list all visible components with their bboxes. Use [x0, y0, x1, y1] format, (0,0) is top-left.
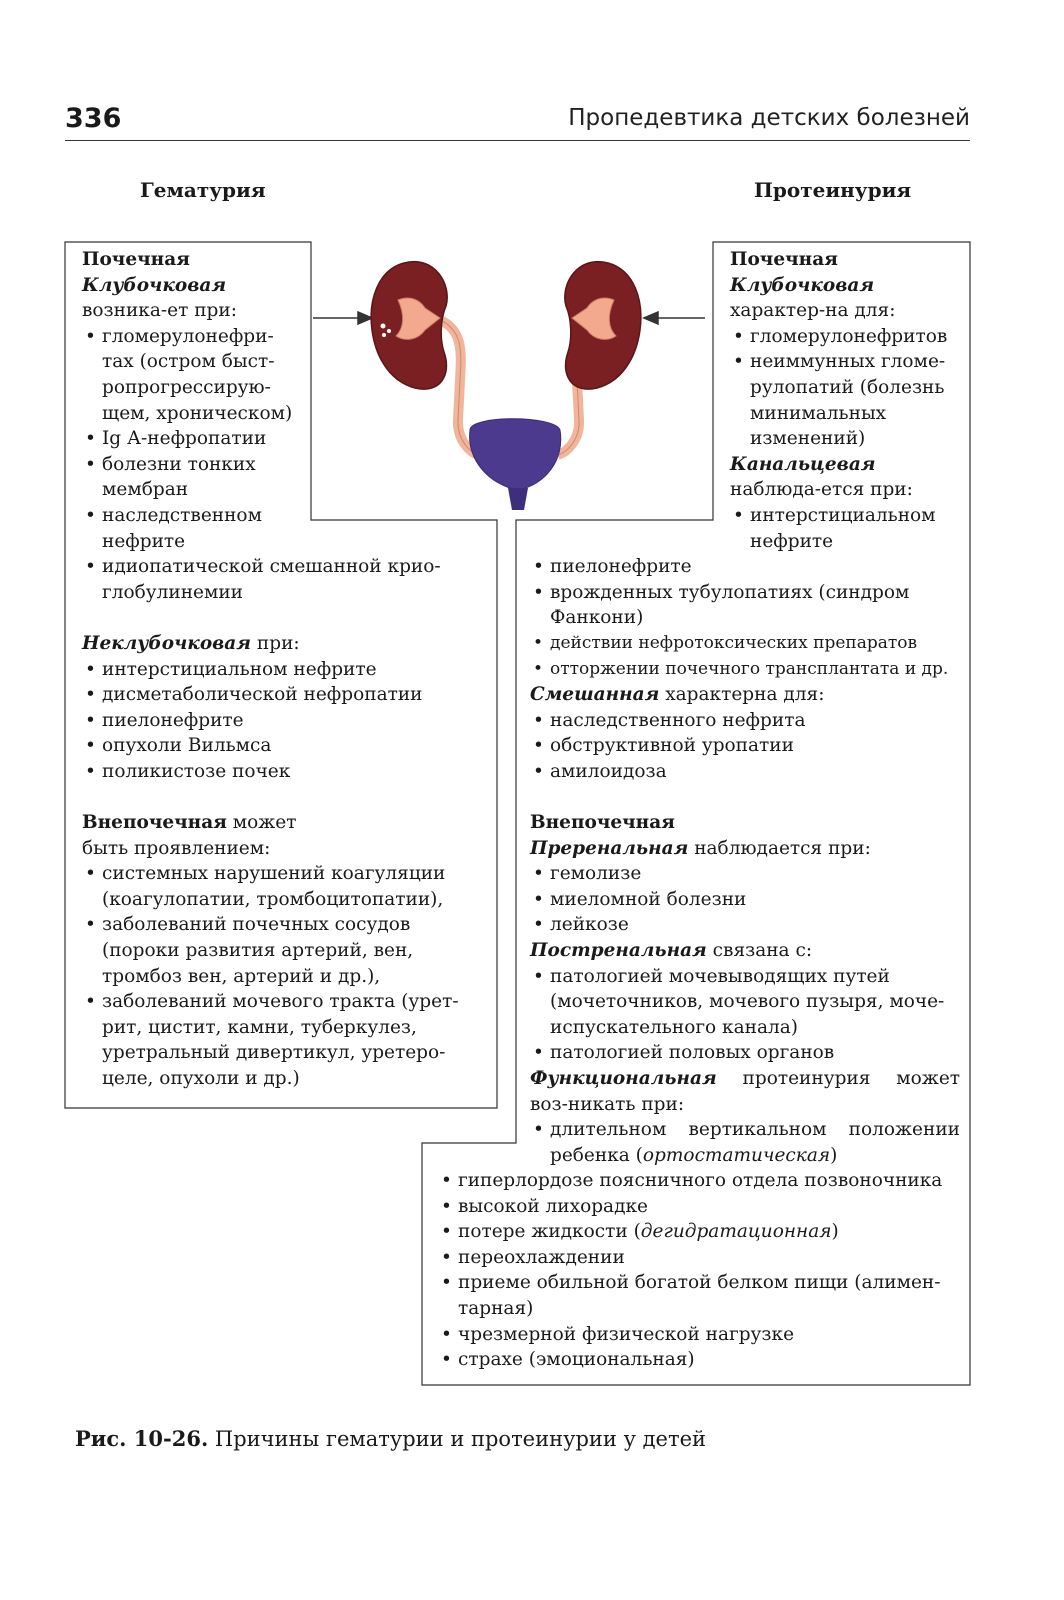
list-item: идиопатической смешанной крио-глобулинем… [82, 554, 462, 605]
list-item: наследственного нефрита [530, 708, 960, 734]
proteinuria-functional-lower: гиперлордозе поясничного отдела позвоноч… [438, 1168, 960, 1373]
proteinuria-renal-heading: Почечная [730, 247, 956, 273]
proteinuria-content: Почечная Клубочковая характер-на для: гл… [530, 247, 960, 1168]
list-item: миеломной болезни [530, 887, 960, 913]
functional-item-end: ) [830, 1145, 837, 1166]
proteinuria-postrenal-label: Постренальная [530, 940, 707, 961]
list-item: наследственном нефрите [82, 503, 278, 554]
list-item: гломерулонефритов [730, 324, 956, 350]
list-item: Ig А-нефропатии [82, 426, 490, 452]
list-item: лейкозе [530, 912, 960, 938]
list-item: заболеваний почечных сосудов (пороки раз… [82, 912, 442, 989]
proteinuria-functional-list-lower: гиперлордозе поясничного отдела позвоноч… [438, 1168, 960, 1373]
list-item: приеме обильной богатой белком пищи (али… [438, 1270, 960, 1321]
hematuria-glomerular-label: Клубочковая [82, 275, 226, 296]
list-item: поликистозе почек [82, 759, 490, 785]
proteinuria-upper: Почечная Клубочковая характер-на для: гл… [730, 247, 956, 554]
list-item: пиелонефрите [530, 554, 960, 580]
dehydration-text: потере жидкости ( [458, 1221, 641, 1242]
hematuria-nonglomerular-label: Неклубочковая [82, 633, 251, 654]
proteinuria-tubular-intro: Канальцевая наблюда-ется при: [730, 452, 956, 503]
hematuria-glomerular-intro-text: возника-ет при: [82, 300, 237, 321]
proteinuria-functional-list-upper: длительном вертикальном положении ребенк… [530, 1117, 960, 1168]
dehydration-end: ) [832, 1221, 839, 1242]
hematuria-glomerular-list: гломерулонефри-тах (остром быст-ропрогре… [82, 324, 490, 606]
proteinuria-extrarenal-heading: Внепочечная [530, 810, 960, 836]
proteinuria-postrenal-list: патологией мочевыводящих путей (мочеточн… [530, 964, 960, 1066]
functional-item-italic: ортостатическая [643, 1145, 830, 1166]
dehydration-italic: дегидратационная [641, 1221, 832, 1242]
proteinuria-mixed-list: наследственного нефрита обструктивной ур… [530, 708, 960, 785]
proteinuria-glomerular-list: гломерулонефритов неиммунных гломе-рулоп… [730, 324, 956, 452]
list-item: гемолизе [530, 861, 960, 887]
list-item: высокой лихорадке [438, 1194, 960, 1220]
hematuria-nonglomerular-intro-text: при: [251, 633, 300, 654]
list-item: системных нарушений коагуляции (коагулоп… [82, 861, 490, 912]
proteinuria-mixed-label: Смешанная [530, 684, 659, 705]
proteinuria-postrenal-intro: Постренальная связана с: [530, 938, 960, 964]
list-item: потере жидкости (дегидратационная) [438, 1219, 960, 1245]
list-item: гиперлордозе поясничного отдела позвоноч… [438, 1168, 960, 1194]
hematuria-content: Почечная Клубочковая возника-ет при: гло… [82, 247, 490, 1092]
figure-caption-text: Причины гематурии и протеинурии у детей [208, 1427, 706, 1451]
proteinuria-mixed-intro: Смешанная характерна для: [530, 682, 960, 708]
list-item: страхе (эмоциональная) [438, 1347, 960, 1373]
proteinuria-postrenal-intro-text: связана с: [707, 940, 812, 961]
list-item: неиммунных гломе-рулопатий (болезнь мини… [730, 349, 954, 451]
list-item: опухоли Вильмса [82, 733, 490, 759]
figure-caption: Рис. 10-26. Причины гематурии и протеину… [75, 1426, 706, 1451]
proteinuria-functional-label: Функциональная [530, 1068, 717, 1089]
proteinuria-functional-intro: Функциональная протеинурия может воз-ник… [530, 1066, 960, 1117]
proteinuria-tubular-list-lower: пиелонефрите врожденных тубулопатиях (си… [530, 554, 960, 682]
proteinuria-prerenal-intro: Преренальная наблюдается при: [530, 836, 960, 862]
hematuria-extrarenal-label: Внепочечная [82, 812, 227, 833]
list-item: врожденных тубулопатиях (синдром Фанкони… [530, 580, 950, 631]
hematuria-nonglomerular-list: интерстициальном нефрите дисметаболическ… [82, 657, 490, 785]
list-item: заболеваний мочевого тракта (урет-рит, ц… [82, 989, 490, 1091]
proteinuria-tubular-intro-text: наблюда-ется при: [730, 479, 913, 500]
list-item: переохлаждении [438, 1245, 960, 1271]
proteinuria-glomerular-intro: Клубочковая характер-на для: [730, 273, 956, 324]
list-item: гломерулонефри-тах (остром быст-ропрогре… [82, 324, 298, 426]
list-item: дисметаболической нефропатии [82, 682, 490, 708]
list-item: амилоидоза [530, 759, 960, 785]
hematuria-glomerular-intro: Клубочковая возника-ет при: [82, 273, 298, 324]
list-item: длительном вертикальном положении ребенк… [530, 1117, 960, 1168]
proteinuria-prerenal-intro-text: наблюдается при: [688, 838, 871, 859]
list-item: обструктивной уропатии [530, 733, 960, 759]
list-item: интерстициальном нефрите [730, 503, 946, 554]
hematuria-nonglomerular-intro: Неклубочковая при: [82, 631, 490, 657]
proteinuria-tubular-label: Канальцевая [730, 454, 876, 475]
proteinuria-glomerular-intro-text: характер-на для: [730, 300, 895, 321]
proteinuria-glomerular-label: Клубочковая [730, 275, 874, 296]
list-item: болезни тонких мембран [82, 452, 278, 503]
list-item: отторжении почечного трансплантата и др. [530, 657, 960, 683]
proteinuria-mixed-intro-text: характерна для: [659, 684, 824, 705]
hematuria-extrarenal-intro: Внепочечная может быть проявлением: [82, 810, 342, 861]
proteinuria-tubular-list-upper: интерстициальном нефрите [730, 503, 956, 554]
proteinuria-prerenal-list: гемолизе миеломной болезни лейкозе [530, 861, 960, 938]
hematuria-extrarenal-list: системных нарушений коагуляции (коагулоп… [82, 861, 490, 1091]
list-item: чрезмерной физической нагрузке [438, 1322, 960, 1348]
list-item: интерстициальном нефрите [82, 657, 490, 683]
proteinuria-prerenal-label: Преренальная [530, 838, 688, 859]
list-item: патологией мочевыводящих путей (мочеточн… [530, 964, 960, 1041]
list-item: патологией половых органов [530, 1040, 960, 1066]
hematuria-renal-heading: Почечная [82, 247, 490, 273]
figure-label: Рис. 10-26. [75, 1426, 208, 1451]
list-item: действии нефротоксических препаратов [530, 631, 960, 657]
list-item: пиелонефрите [82, 708, 490, 734]
